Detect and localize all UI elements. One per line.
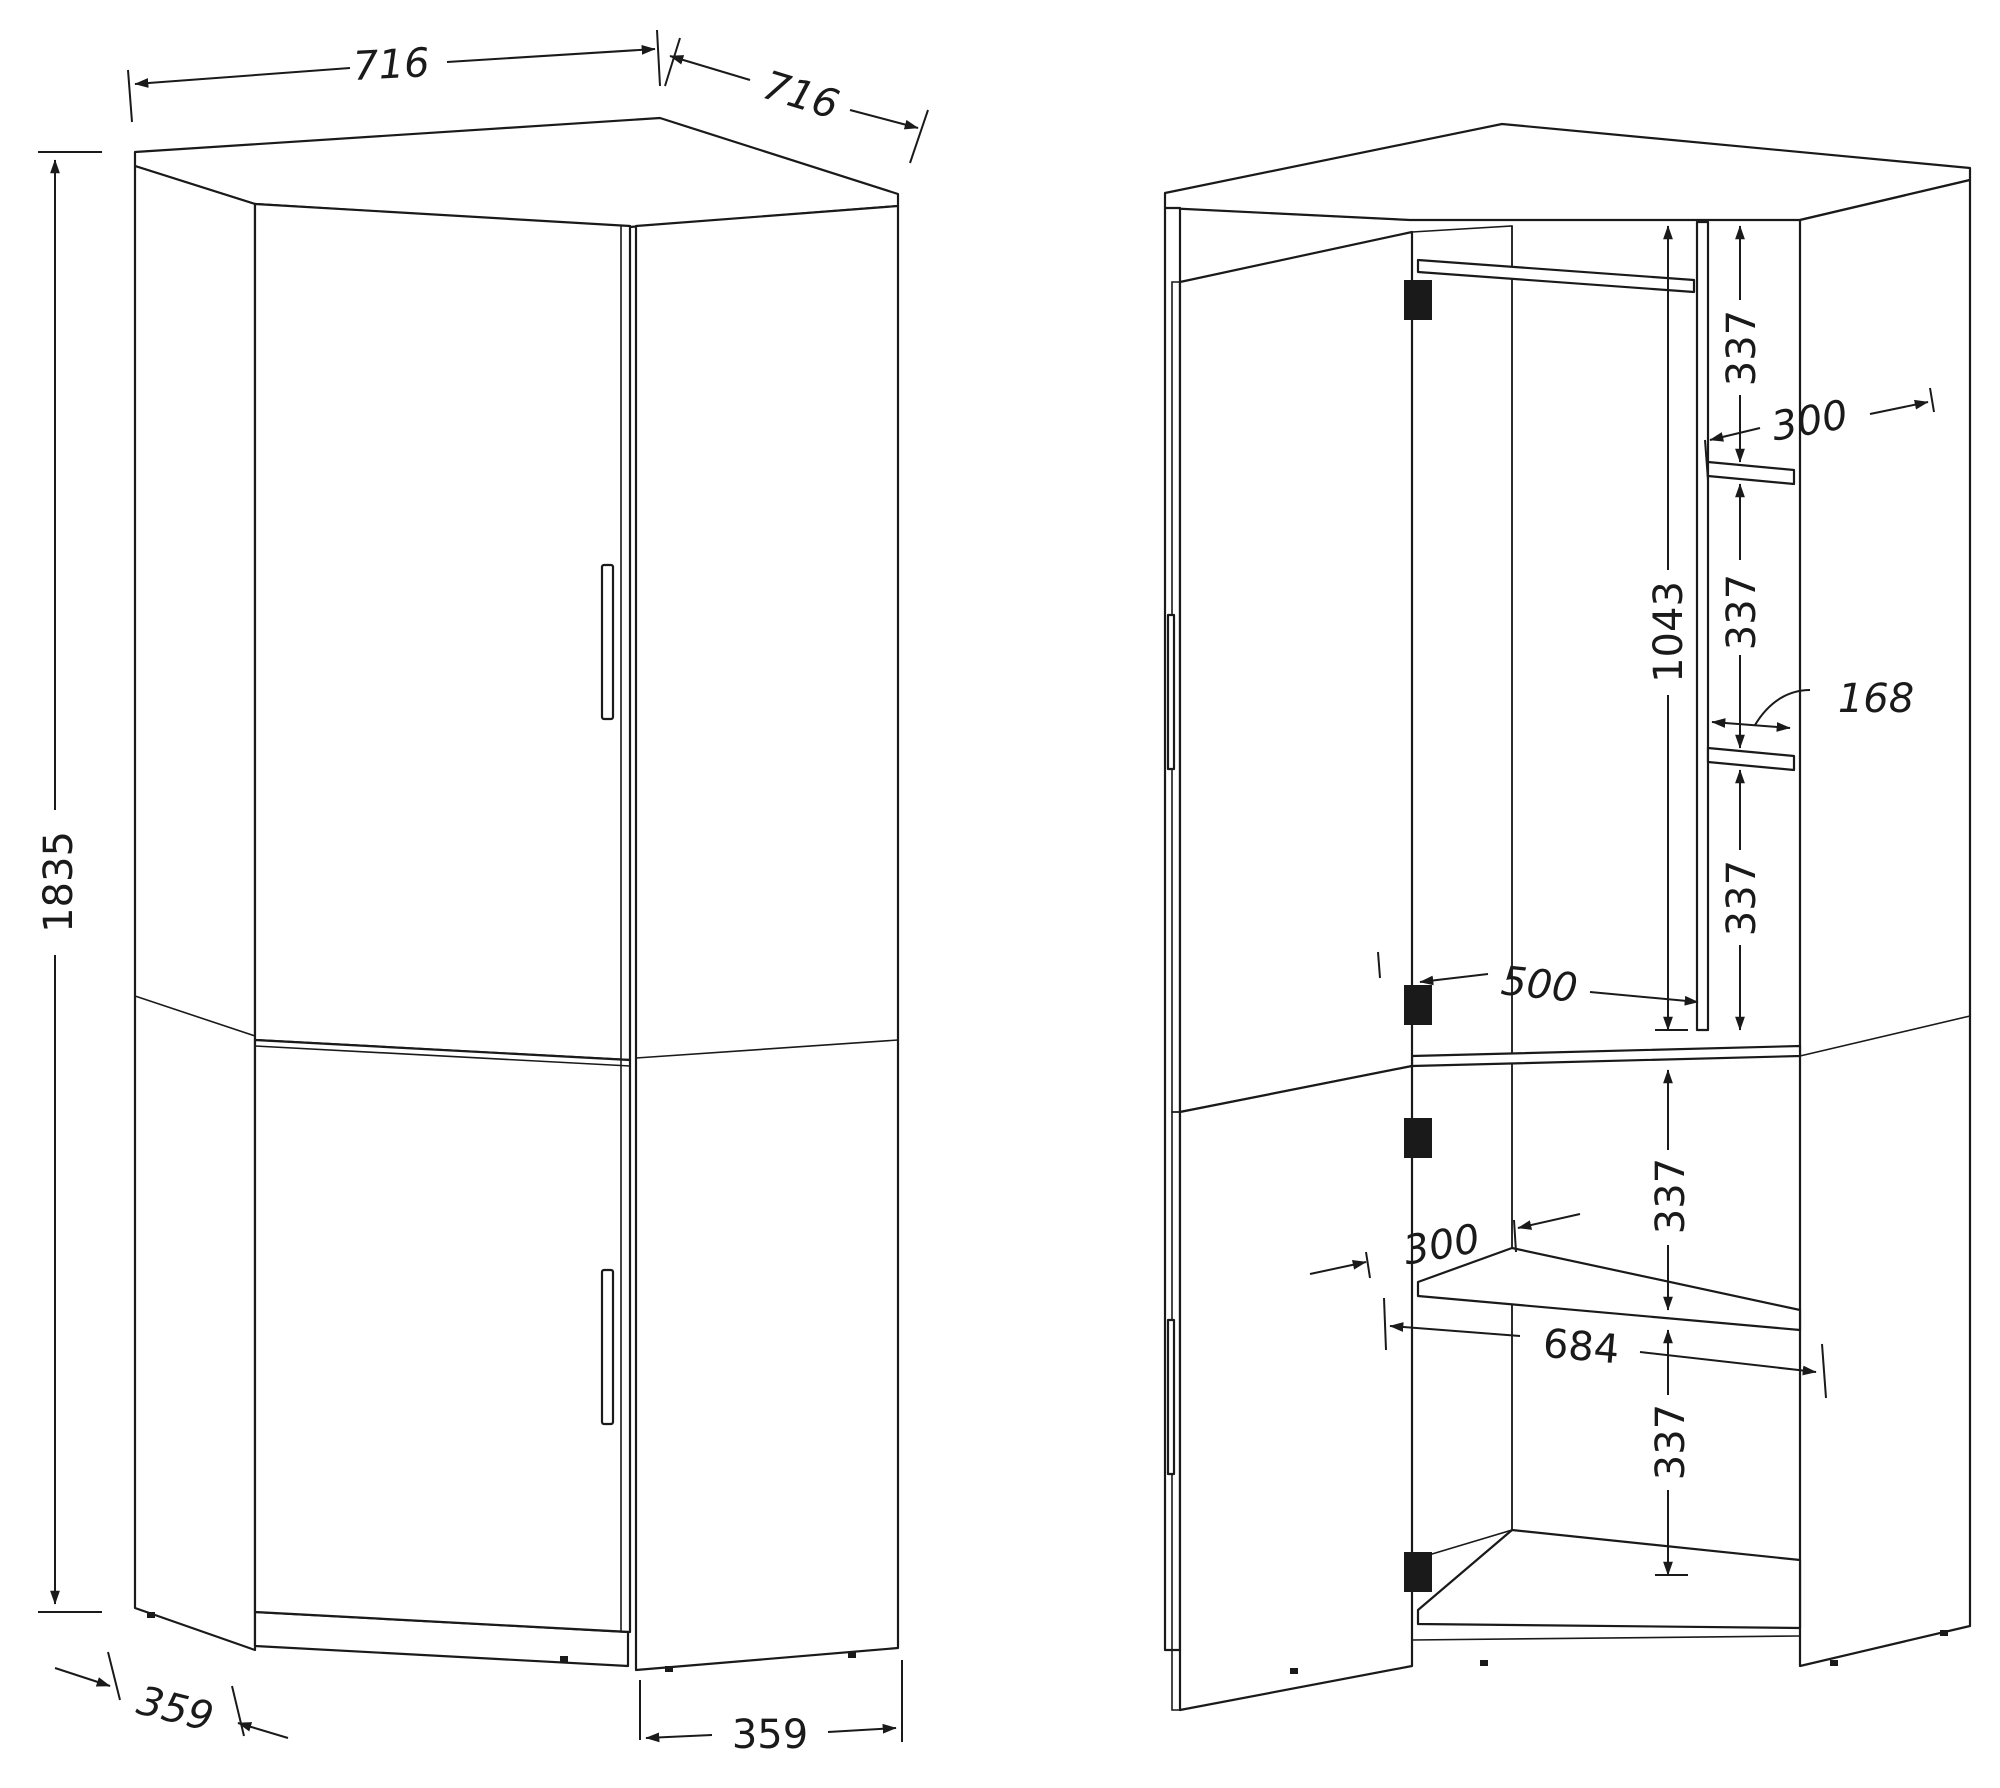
upper-shelf-1 xyxy=(1706,460,1796,486)
dim-shelf-upper-2: 337 xyxy=(1719,574,1765,650)
dim-rail-width: 500 xyxy=(1499,958,1580,1012)
open-lower-door-handle xyxy=(1166,1318,1176,1476)
central-divider xyxy=(1695,220,1710,1032)
open-lower-door xyxy=(1178,1064,1414,1712)
dim-shelf-upper-1: 337 xyxy=(1719,310,1765,386)
closed-wardrobe xyxy=(133,116,900,1672)
closed-lower-door xyxy=(253,1038,632,1634)
open-wardrobe xyxy=(1163,122,1972,1712)
dim-height: 1835 xyxy=(36,831,82,933)
closed-left-side-panel xyxy=(133,164,257,1652)
lower-shelf xyxy=(1416,1246,1802,1332)
open-upper-door-handle xyxy=(1166,613,1176,771)
middle-fixed-shelf xyxy=(1410,1044,1802,1068)
dim-lower-shelf-1: 337 xyxy=(1648,1158,1694,1234)
dim-side-bottom-left: 359 xyxy=(133,1678,218,1741)
upper-shelf-2 xyxy=(1706,746,1796,772)
dim-lower-width: 684 xyxy=(1541,1321,1621,1373)
dim-width-top-right: 716 xyxy=(758,62,844,128)
lower-door-handle xyxy=(600,1268,615,1426)
hanging-rail xyxy=(1416,258,1696,294)
open-upper-door xyxy=(1178,230,1414,1114)
dim-width-top-left: 716 xyxy=(352,40,431,90)
open-top-slab xyxy=(1163,122,1972,222)
open-right-side-panel xyxy=(1798,178,1972,1668)
right-dimensions: 337 300 337 168 337 1043 500 337 xyxy=(1309,225,1935,1576)
upper-door-handle xyxy=(600,563,615,721)
door-hinges xyxy=(1404,280,1432,1592)
closed-upper-door xyxy=(253,202,632,1062)
closed-right-side-panel xyxy=(634,204,900,1672)
open-bottom-panel xyxy=(1416,1528,1802,1630)
dim-shelf-gap: 168 xyxy=(1838,676,1914,722)
interior-back-wall xyxy=(1411,225,1513,1561)
dim-side-bottom-right: 359 xyxy=(732,1712,808,1758)
dim-lower-shelf-2: 337 xyxy=(1648,1404,1694,1480)
dim-hanging-height: 1043 xyxy=(1646,581,1692,683)
dim-shelf-upper-3: 337 xyxy=(1719,860,1765,936)
